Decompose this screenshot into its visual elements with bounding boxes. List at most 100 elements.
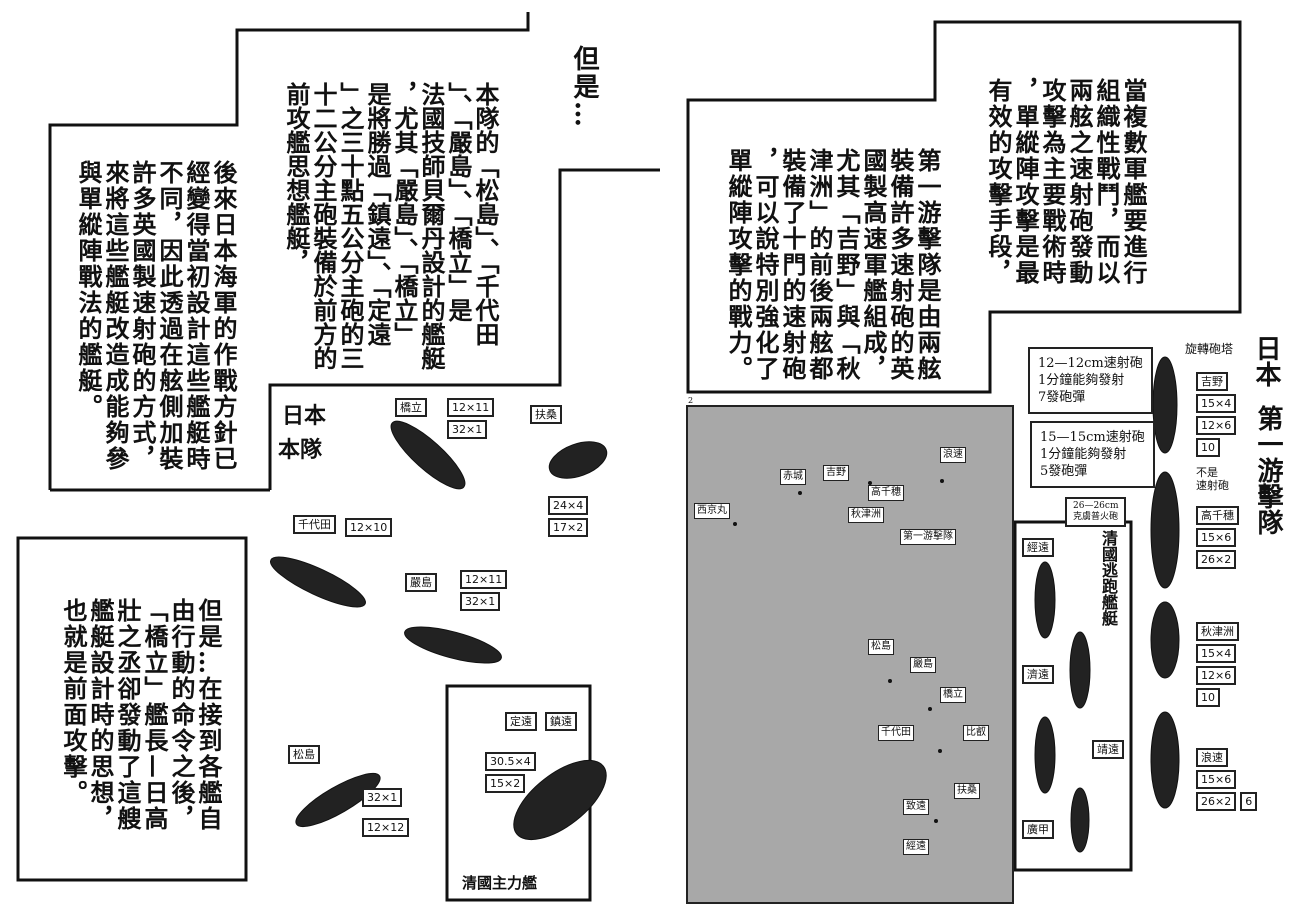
ship-spec: 15×6 <box>1196 770 1237 789</box>
map-label: 比叡 <box>963 725 989 741</box>
text-column: 本隊的「松島」、「千代田 <box>471 82 500 346</box>
text-column: 攻擊為主要戰術時 <box>1038 78 1067 286</box>
ship-spec: 32×1 <box>447 420 488 439</box>
ship-label: 濟遠 <box>1022 665 1054 684</box>
legend-15cm: 15—15cm速射砲 1分鐘能夠發射 5發砲彈 <box>1030 421 1155 488</box>
ship-spec: 15×6 <box>1196 528 1237 547</box>
battle-map: 浪速 吉野 高千穗 秋津洲 第一游擊隊 赤城 西京丸 松島 千代田 嚴島 橋立 … <box>686 405 1014 904</box>
map-label: 浪速 <box>940 447 966 463</box>
text-column: 尤其「吉野」與「秋 <box>832 148 861 382</box>
tactics-paragraph: 當複數軍艦要進行組織性戰鬥，而以兩舷之速射砲發動攻擊為主要戰術時，單縱陣攻擊是最… <box>984 78 1148 286</box>
legend-12cm: 12—12cm速射砲 1分鐘能夠發射 7發砲彈 <box>1028 347 1153 414</box>
ship-label: 扶桑 <box>530 405 562 424</box>
ship-spec: 15×2 <box>485 774 526 793</box>
ship-spec: 24×4 <box>548 496 589 515</box>
text-column: 經變得當初設計這些艦艇時 <box>182 160 211 472</box>
text-column: 」、「嚴島」、「橋立」是 <box>444 82 473 322</box>
ship-label: 嚴島 <box>405 573 437 592</box>
text-column: 由行動的命令之後， <box>167 598 196 832</box>
text-column: 後來日本海軍的作戰方針已 <box>209 160 238 472</box>
intro-text-line: 但是… <box>569 45 599 129</box>
ship-spec: 10 <box>1196 688 1220 707</box>
ship-takachiho <box>1150 471 1180 589</box>
ship-qing-2 <box>1069 631 1091 709</box>
ship-spec-row: 26×2 6 <box>1196 792 1258 811</box>
ship-fuso <box>548 441 608 479</box>
ship-spec: 26×2 <box>1196 550 1237 569</box>
ship-spec: 10 <box>1196 438 1220 457</box>
map-label: 千代田 <box>878 725 914 741</box>
map-label: 西京丸 <box>694 503 730 519</box>
text-column: 十二公分主砲裝備於前方的 <box>309 82 338 370</box>
text-column: 「橋立」艦長—日高 <box>140 598 169 832</box>
title-japan: 日本 <box>1251 335 1281 387</box>
text-column: 但是…在接到各艦自 <box>194 598 223 832</box>
ship-spec: 30.5×4 <box>485 752 536 771</box>
ship-qing-1 <box>1034 561 1056 639</box>
ship-spec-stack: 30.5×4 15×2 <box>485 752 536 793</box>
text-column: 是將勝過「鎮遠」、「定遠 <box>363 82 392 346</box>
text-column: 與單縱陣戰法的艦艇。 <box>74 160 103 420</box>
ship-label: 松島 <box>288 745 320 764</box>
ship-spec: 15×4 <box>1196 644 1237 663</box>
turret-note: 旋轉砲塔 <box>1185 342 1234 356</box>
takachiho-spec-stack: 高千穗 15×6 26×2 <box>1196 506 1239 569</box>
text-column: 裝備了十門的速射砲 <box>778 148 807 382</box>
map-label: 吉野 <box>823 465 849 481</box>
text-column: 當複數軍艦要進行 <box>1119 78 1148 286</box>
text-column: 許多英國製速射砲的方式， <box>128 160 157 472</box>
ship-spec: 26×2 <box>1196 792 1237 811</box>
diagram-title-main-force: 本隊 <box>278 438 323 463</box>
ship-spec: 12×6 <box>1196 416 1237 435</box>
ship-akitsushima <box>1150 601 1180 679</box>
text-column: 也就是前面攻擊。 <box>59 598 88 806</box>
main-force-paragraph: 本隊的「松島」、「千代田」、「嚴島」、「橋立」是法國技師貝爾丹設計的艦艇，尤其「… <box>282 82 500 370</box>
naniwa-spec-stack: 浪速 15×6 26×2 6 <box>1196 748 1258 811</box>
map-label: 致遠 <box>903 799 929 815</box>
map-label: 赤城 <box>780 469 806 485</box>
ship-qing-4 <box>1070 787 1090 853</box>
map-label: 嚴島 <box>910 657 936 673</box>
map-label: 秋津洲 <box>848 507 884 523</box>
ship-label: 橋立 <box>395 398 427 417</box>
text-column: 不同，因此透過在舷側加裝 <box>155 160 184 472</box>
ship-label: 秋津洲 <box>1196 622 1239 641</box>
ship-label: 千代田 <box>293 515 336 534</box>
ship-spec-stack: 12×11 32×1 <box>447 398 495 439</box>
later-paragraph: 後來日本海軍的作戰方針已經變得當初設計這些艦艇時不同，因此透過在舷側加裝許多英國… <box>74 160 238 472</box>
ship-label: 廣甲 <box>1022 820 1054 839</box>
text-column: 壯之丞卻發動了這艘 <box>113 598 142 832</box>
flying-squadron-paragraph: 第一游擊隊是由兩舷裝備許多速射砲的英國製高速軍艦組成，尤其「吉野」與「秋津洲」的… <box>724 148 942 382</box>
text-column: 單縱陣攻擊的戰力。 <box>724 148 753 382</box>
ship-yoshino <box>1152 356 1178 454</box>
text-column: ，單縱陣攻擊是最 <box>1011 78 1040 286</box>
text-column: 法國技師貝爾丹設計的艦艇 <box>417 82 446 370</box>
map-label: 扶桑 <box>954 783 980 799</box>
ship-spec: 15×4 <box>1196 394 1237 413</box>
akitsushima-spec-stack: 秋津洲 15×4 12×6 10 <box>1196 622 1239 707</box>
legend-26cm: 26—26cm 克虜普火砲 <box>1065 497 1127 527</box>
page-number: 2 <box>688 396 694 405</box>
ship-naniwa <box>1150 711 1180 809</box>
ship-label: 靖遠 <box>1092 740 1124 759</box>
ship-qing-3 <box>1034 716 1056 794</box>
ship-spec: 32×1 <box>362 788 403 807</box>
ship-label: 吉野 <box>1196 372 1228 391</box>
ship-hashidate <box>390 420 466 490</box>
ship-itsukushima <box>404 626 502 664</box>
bottom-paragraph: 但是…在接到各艦自由行動的命令之後，「橋立」艦長—日高壯之丞卻發動了這艘艦艇設計… <box>59 598 223 832</box>
ship-label: 鎮遠 <box>545 712 577 731</box>
text-column: 」之三十點五公分主砲的三 <box>336 82 365 370</box>
text-column: 有效的攻擊手段， <box>984 78 1013 286</box>
ship-spec: 12×11 <box>447 398 495 417</box>
ship-spec: 12×12 <box>362 818 410 837</box>
ship-spec-stack: 12×11 32×1 <box>460 570 508 611</box>
map-label: 經遠 <box>903 839 929 855</box>
text-column: 第一游擊隊是由兩舷 <box>913 148 942 382</box>
qing-escape-title: 清國逃跑艦艇 <box>1099 530 1118 626</box>
text-column: 前攻艦思想艦艇， <box>282 82 311 274</box>
ship-label: 浪速 <box>1196 748 1228 767</box>
ship-matsushima <box>295 772 381 828</box>
